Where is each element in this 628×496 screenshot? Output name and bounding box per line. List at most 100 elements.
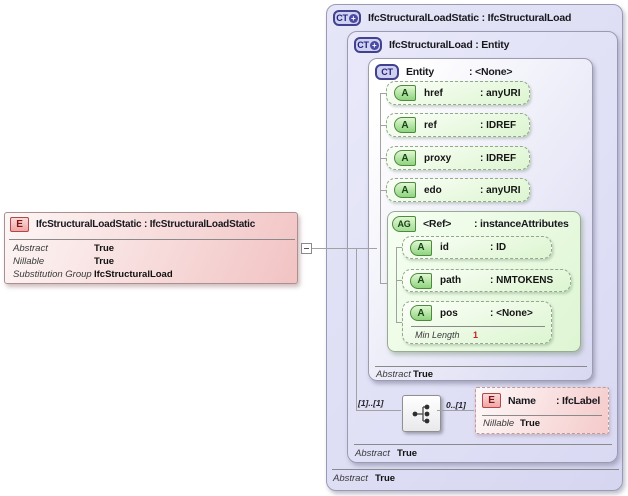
derived-plus-icon: + bbox=[369, 40, 379, 50]
property-label: Nillable bbox=[13, 256, 45, 267]
divider bbox=[332, 469, 619, 470]
attribute-group-title: AG <Ref> : instanceAttributes bbox=[392, 216, 569, 232]
attribute-icon: A bbox=[394, 182, 416, 198]
abstract-value: True bbox=[397, 448, 418, 459]
complex-type-icon: CT+ bbox=[333, 10, 361, 26]
base-type-title-text: IfcStructuralLoad : Entity bbox=[389, 39, 510, 51]
attribute-icon: A bbox=[410, 305, 432, 321]
attribute-group-icon: AG bbox=[392, 216, 416, 232]
connector-stub bbox=[396, 280, 402, 281]
attribute-tree-trunk bbox=[396, 247, 397, 322]
property-value: True bbox=[94, 256, 115, 267]
connector-stub bbox=[380, 283, 387, 284]
sequence-glyph bbox=[412, 404, 429, 423]
attribute-icon: A bbox=[394, 85, 416, 101]
abstract-value: True bbox=[375, 473, 396, 484]
attribute-icon: A bbox=[410, 239, 432, 256]
attribute-group-name: <Ref> bbox=[423, 218, 452, 230]
attribute-type: : NMTOKENS bbox=[490, 275, 554, 286]
connector-stub bbox=[380, 93, 386, 94]
abstract-row: Abstract True bbox=[333, 473, 395, 484]
attribute-path[interactable]: A path : NMTOKENS bbox=[402, 269, 571, 292]
attribute-type: : <None> bbox=[490, 307, 533, 319]
attribute-name: href bbox=[424, 87, 443, 99]
minus-glyph bbox=[304, 248, 309, 249]
element-box-ifcstructuralloadstatic[interactable]: E IfcStructuralLoadStatic : IfcStructura… bbox=[4, 212, 298, 284]
cardinality-child: 0..[1] bbox=[446, 400, 466, 410]
complex-type-title: CT+ IfcStructuralLoadStatic : IfcStructu… bbox=[333, 10, 571, 26]
element-name: Name bbox=[508, 394, 536, 407]
attribute-icon: A bbox=[410, 272, 432, 289]
attribute-icon: A bbox=[394, 117, 416, 133]
attribute-name: edo bbox=[424, 184, 442, 196]
property-row: Nillable True bbox=[13, 256, 114, 267]
attribute-name: path bbox=[440, 275, 462, 286]
property-label: Substitution Group bbox=[13, 269, 92, 280]
attribute-icon: A bbox=[394, 150, 416, 166]
attribute-id[interactable]: A id : ID bbox=[402, 236, 552, 259]
complex-type-box-ifcstructuralload[interactable]: CT+ IfcStructuralLoad : Entity CT Entity… bbox=[347, 31, 618, 463]
entity-type: : <None> bbox=[469, 66, 513, 78]
facet-value: 1 bbox=[473, 330, 479, 340]
element-title-text: IfcStructuralLoadStatic : IfcStructuralL… bbox=[36, 219, 256, 230]
divider bbox=[9, 239, 295, 240]
facet-row: Min Length 1 bbox=[415, 330, 478, 340]
base-type-title: CT+ IfcStructuralLoad : Entity bbox=[354, 37, 509, 53]
attribute-type: : IDREF bbox=[480, 119, 517, 131]
property-row: Substitution Group IfcStructuralLoad bbox=[13, 269, 173, 280]
connector-stub bbox=[380, 125, 386, 126]
property-value: IfcStructuralLoad bbox=[94, 269, 173, 280]
attribute-proxy[interactable]: A proxy : IDREF bbox=[386, 146, 530, 170]
divider bbox=[354, 444, 612, 445]
connector-vertical bbox=[356, 248, 357, 411]
abstract-label: Abstract bbox=[355, 448, 390, 459]
connector-to-compositor bbox=[356, 410, 401, 411]
attribute-tree-trunk bbox=[380, 93, 381, 283]
connector-element-to-type bbox=[312, 248, 377, 249]
attribute-href[interactable]: A href : anyURI bbox=[386, 81, 530, 105]
attribute-ref[interactable]: A ref : IDREF bbox=[386, 113, 530, 137]
cardinality-parent: [1]..[1] bbox=[358, 398, 384, 408]
abstract-row: Abstract True bbox=[376, 369, 433, 380]
attribute-name: proxy bbox=[424, 152, 452, 164]
complex-type-title-text: IfcStructuralLoadStatic : IfcStructuralL… bbox=[368, 12, 572, 24]
attribute-group-type: : instanceAttributes bbox=[474, 218, 569, 230]
connector-stub bbox=[380, 190, 386, 191]
sequence-compositor-icon[interactable] bbox=[402, 395, 441, 432]
abstract-label: Abstract bbox=[376, 369, 411, 380]
complex-type-box-ifcstructuralloadstatic[interactable]: CT+ IfcStructuralLoadStatic : IfcStructu… bbox=[326, 4, 623, 491]
connector-stub bbox=[396, 247, 402, 248]
attribute-name: pos bbox=[440, 307, 458, 319]
facet-label: Min Length bbox=[415, 330, 460, 340]
connector-to-name-element bbox=[437, 410, 474, 411]
divider bbox=[482, 415, 602, 416]
property-row: Abstract True bbox=[13, 243, 114, 254]
element-title: E IfcStructuralLoadStatic : IfcStructura… bbox=[10, 217, 255, 232]
element-icon: E bbox=[482, 393, 501, 408]
connector-stub bbox=[380, 158, 386, 159]
collapse-icon[interactable] bbox=[301, 243, 312, 254]
entity-name: Entity bbox=[406, 66, 434, 78]
derived-plus-icon: + bbox=[348, 13, 358, 23]
element-type: : IfcLabel bbox=[556, 394, 601, 407]
attribute-group-box[interactable]: AG <Ref> : instanceAttributes A id : ID bbox=[387, 211, 581, 352]
attribute-type: : ID bbox=[490, 242, 507, 253]
element-icon: E bbox=[10, 217, 29, 232]
attribute-type: : IDREF bbox=[480, 152, 517, 164]
attribute-edo[interactable]: A edo : anyURI bbox=[386, 178, 530, 202]
element-box-name[interactable]: E Name : IfcLabel Nillable True bbox=[475, 387, 609, 434]
nillable-row: Nillable True bbox=[483, 418, 540, 429]
element-title: E Name : IfcLabel bbox=[482, 393, 600, 408]
attribute-pos[interactable]: A pos : <None> Min Length 1 bbox=[402, 301, 552, 344]
attribute-type: : anyURI bbox=[480, 87, 521, 99]
abstract-label: Abstract bbox=[333, 473, 368, 484]
abstract-row: Abstract True bbox=[355, 448, 417, 459]
connector-stub bbox=[396, 322, 402, 323]
attribute-name: ref bbox=[424, 119, 437, 131]
divider bbox=[411, 326, 545, 327]
nillable-label: Nillable bbox=[483, 418, 515, 429]
entity-type-box[interactable]: CT Entity : <None> A href : anyURI bbox=[368, 58, 593, 381]
attribute-type: : anyURI bbox=[480, 184, 521, 196]
divider bbox=[375, 366, 587, 367]
